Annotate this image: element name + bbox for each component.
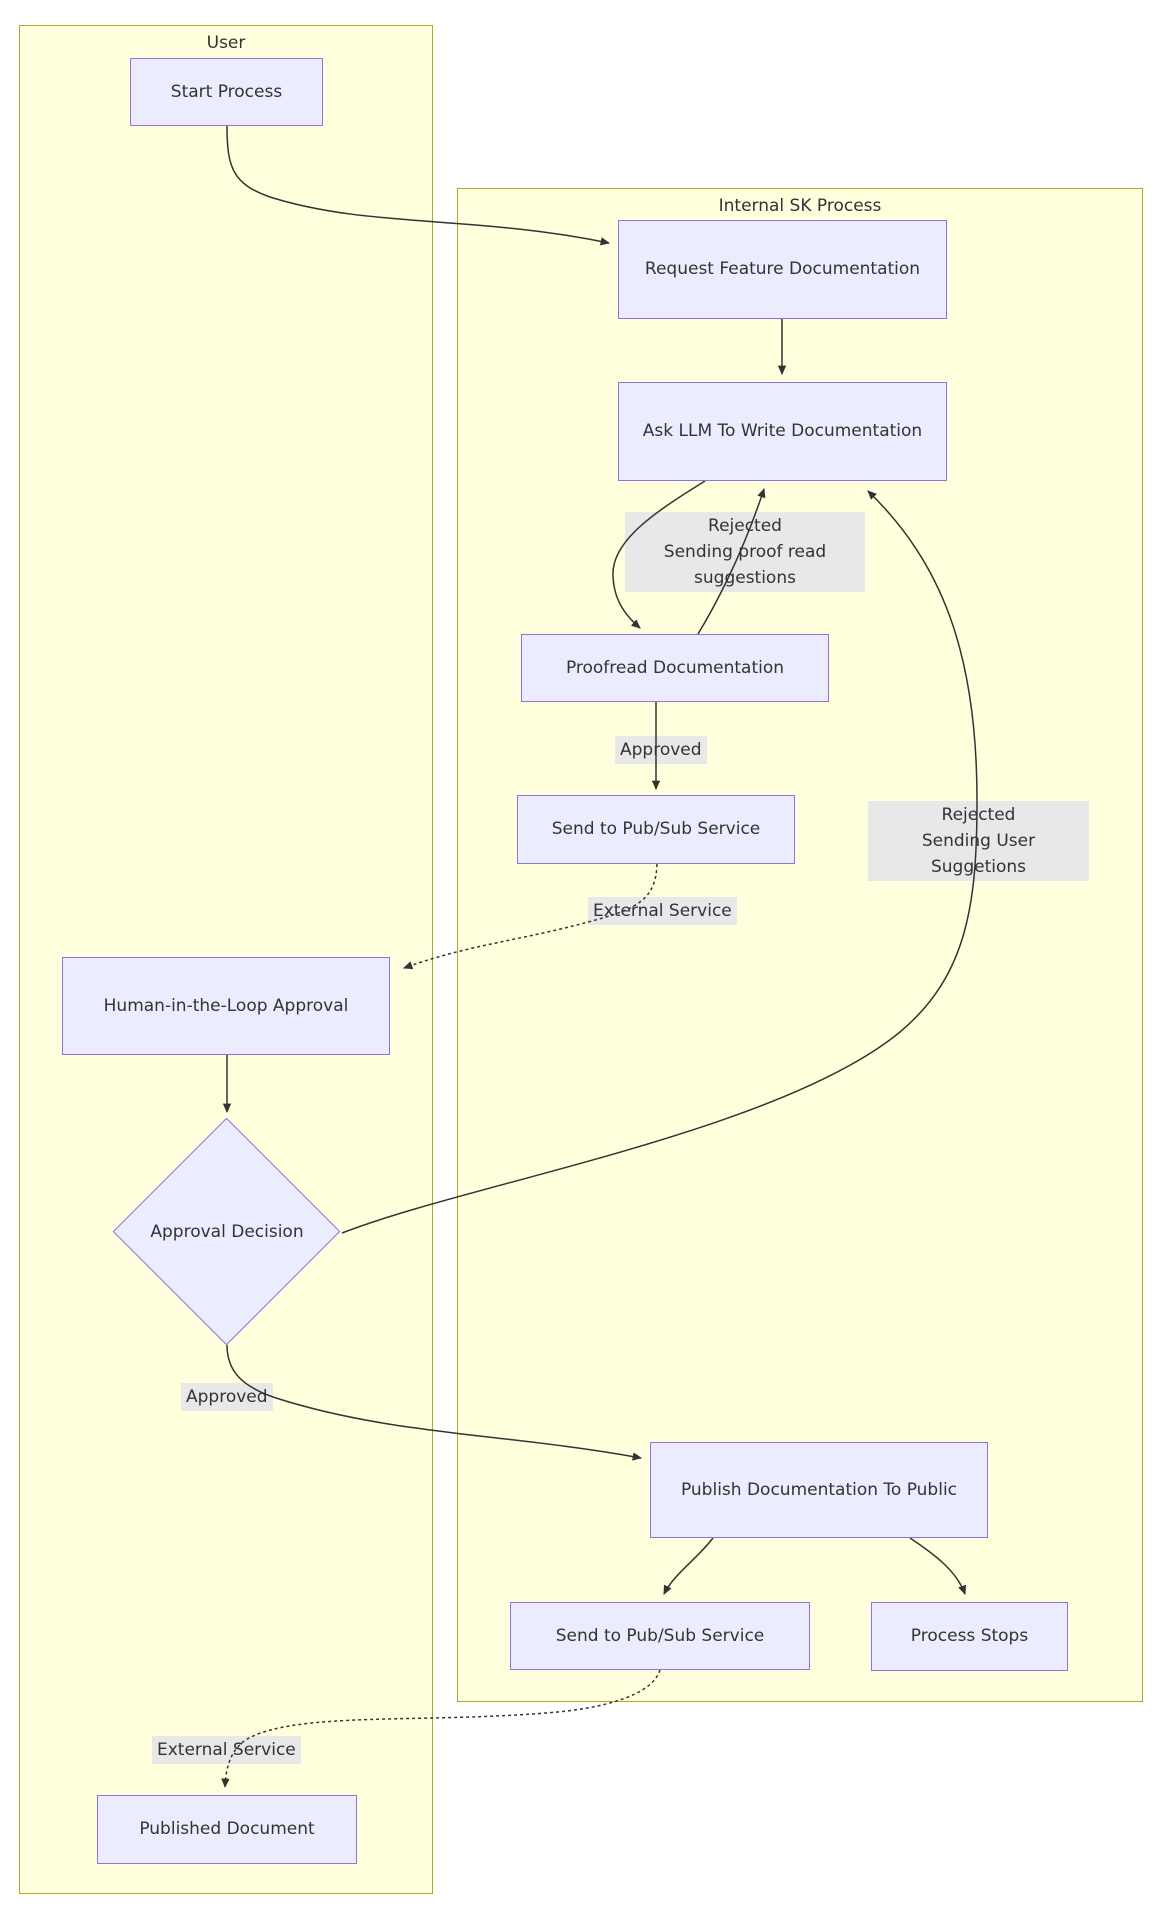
edge-label-approved-1: Approved [615,736,707,764]
edge-label-rejected-user: Rejected Sending User Suggetions [868,801,1089,881]
node-send-to-pubsub-service-1: Send to Pub/Sub Service [517,795,795,864]
edge-label-line: Rejected [708,516,782,536]
node-published-document: Published Document [97,1795,357,1864]
subgraph-internal-sk-process-title: Internal SK Process [718,196,882,216]
edge-label-line: Sending proof read suggestions [663,542,827,588]
node-start-process: Start Process [130,58,323,126]
node-ask-llm-to-write-documentation: Ask LLM To Write Documentation [618,382,947,481]
edge-label-line: Rejected [941,805,1016,825]
node-process-stops: Process Stops [871,1602,1068,1671]
node-request-feature-documentation: Request Feature Documentation [618,220,947,319]
node-send-to-pubsub-service-2: Send to Pub/Sub Service [510,1602,810,1670]
node-human-in-the-loop-approval: Human-in-the-Loop Approval [62,957,390,1055]
edge-label-line: Sending User Suggetions [921,831,1036,877]
edge-label-external-service-1: External Service [588,897,737,925]
node-publish-documentation-to-public: Publish Documentation To Public [650,1442,988,1538]
edge-label-approved-2: Approved [181,1383,273,1411]
node-proofread-documentation: Proofread Documentation [521,634,829,702]
subgraph-user-title: User [206,33,246,53]
edge-label-rejected-proofread: Rejected Sending proof read suggestions [625,512,865,592]
node-approval-decision: Approval Decision [150,1222,304,1242]
edge-label-external-service-2: External Service [152,1736,301,1764]
